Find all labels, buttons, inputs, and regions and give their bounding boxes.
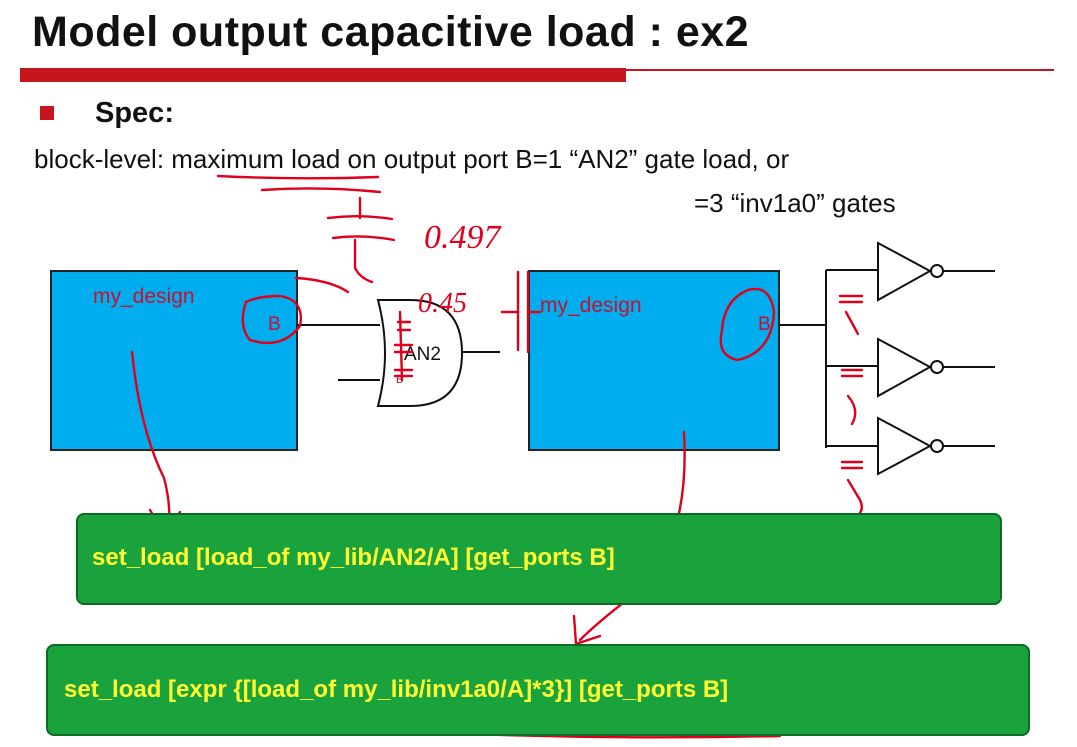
slide-title: Model output capacitive load : ex2 — [32, 8, 750, 56]
left-block-label: my_design — [93, 285, 195, 308]
spec-heading: Spec: — [95, 97, 174, 129]
left-port-label: B — [268, 314, 281, 335]
inverter-icon — [877, 416, 933, 476]
left-design-block — [50, 270, 298, 451]
title-underline-bar — [20, 68, 626, 82]
spec-line-2: =3 “inv1a0” gates — [694, 188, 896, 218]
handwriting-annotation-1: 0.497 — [424, 219, 503, 256]
right-port-label: B — [758, 314, 771, 335]
command-box-2 — [46, 644, 1030, 736]
title-underline-thin — [620, 69, 1054, 71]
inverter-icon — [877, 241, 933, 302]
command-text-1: set_load [load_of my_lib/AN2/A] [get_por… — [92, 544, 615, 571]
command-text-2: set_load [expr {[load_of my_lib/inv1a0/A… — [64, 676, 729, 703]
command-box-1 — [76, 513, 1002, 605]
spec-line-1: block-level: maximum load on output port… — [34, 144, 790, 174]
gate-pin-label: B — [396, 374, 403, 386]
right-block-label: my_design — [540, 294, 642, 317]
an2-gate-icon — [376, 299, 464, 407]
inverter-icon — [877, 337, 933, 398]
handwriting-annotation-2: 0.45 — [418, 288, 467, 319]
bullet-square-icon — [40, 106, 54, 120]
gate-label: AN2 — [404, 344, 441, 365]
